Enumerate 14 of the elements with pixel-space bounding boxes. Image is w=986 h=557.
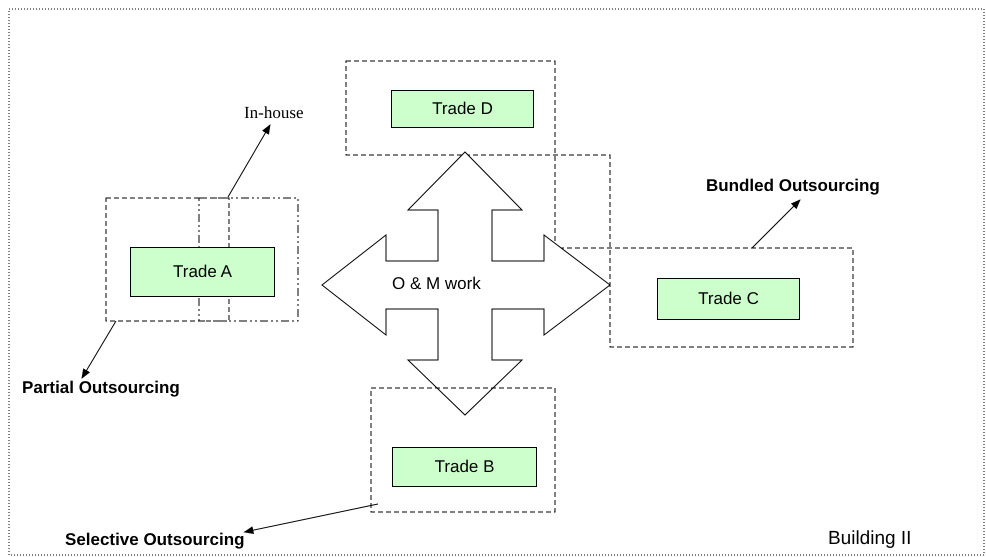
trade-box: Trade D (391, 90, 534, 128)
leader-arrow (752, 199, 801, 248)
leader-arrow (228, 124, 270, 198)
building-label: Building II (828, 528, 912, 550)
trade-box: Trade B (392, 447, 537, 487)
arrow-label: O & M work (392, 274, 481, 294)
trade-box: Trade A (130, 247, 275, 297)
caption-label: Partial Outsourcing (22, 378, 180, 402)
caption-label: Selective Outsourcing (65, 530, 244, 554)
trade-box: Trade C (657, 278, 800, 320)
leader-arrow (244, 504, 378, 534)
leader-arrow (82, 320, 116, 379)
in-house-label: In-house (244, 103, 304, 125)
caption-label: Bundled Outsourcing (706, 176, 880, 200)
